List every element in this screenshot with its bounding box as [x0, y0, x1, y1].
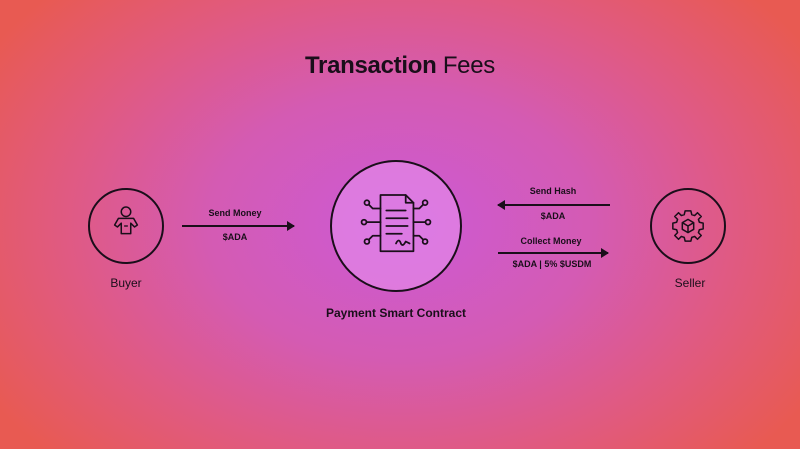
- send-money-label: Send Money: [208, 208, 262, 218]
- send-money-arrow: [182, 221, 295, 231]
- contract-node: [330, 160, 462, 292]
- collect-money-amount: $ADA | 5% $USDM: [512, 259, 592, 269]
- buyer-label: Buyer: [110, 276, 142, 290]
- send-hash-arrow: [497, 200, 610, 210]
- send-money-amount: $ADA: [222, 232, 248, 242]
- contract-label: Payment Smart Contract: [325, 306, 467, 320]
- title-light: Fees: [442, 52, 495, 79]
- send-hash-label: Send Hash: [529, 186, 577, 196]
- page-title: Transaction Fees: [0, 52, 800, 80]
- document-circuit-icon: [360, 194, 432, 253]
- collect-money-arrow: [498, 248, 609, 258]
- gear-cube-icon: [672, 210, 704, 242]
- send-hash-amount: $ADA: [540, 211, 566, 221]
- buyer-node: [88, 188, 164, 264]
- person-icon: [113, 206, 139, 235]
- title-bold: Transaction: [305, 52, 437, 79]
- collect-money-label: Collect Money: [520, 236, 582, 246]
- seller-node: [650, 188, 726, 264]
- seller-label: Seller: [674, 276, 706, 290]
